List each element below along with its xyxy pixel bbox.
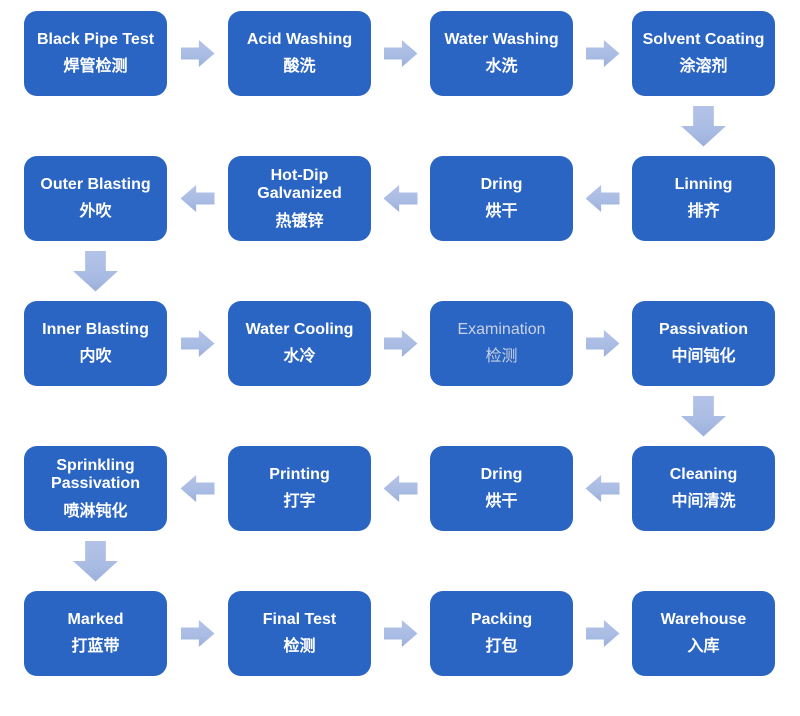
step-label-en: Water Washing	[444, 31, 559, 48]
step-label-en: Inner Blasting	[42, 321, 149, 338]
step-label-zh: 烘干	[485, 203, 518, 221]
step-dring-2: Dring 烘干	[430, 446, 573, 531]
step-water-cooling: Water Cooling 水冷	[228, 301, 371, 386]
step-acid-washing: Acid Washing 酸洗	[228, 11, 371, 96]
step-passivation: Passivation 中间钝化	[632, 301, 775, 386]
step-label-en: Outer Blasting	[40, 176, 151, 193]
step-label-zh: 打蓝带	[71, 638, 120, 656]
step-label-zh: 入库	[687, 638, 720, 656]
step-label-zh: 打包	[485, 638, 518, 656]
arrow-down-icon	[73, 540, 118, 582]
arrow-right-icon	[180, 330, 215, 357]
step-label-en: Examination	[457, 321, 546, 338]
step-label-en: Hot-Dip Galvanized	[257, 166, 342, 203]
step-label-zh: 酸洗	[283, 58, 316, 76]
step-warehouse: Warehouse 入库	[632, 591, 775, 676]
step-label-zh: 外吹	[79, 203, 112, 221]
step-label-en: Acid Washing	[246, 31, 353, 48]
arrow-down-icon	[681, 105, 726, 147]
step-sprinkling-passivation: Sprinkling Passivation 喷淋钝化	[24, 446, 167, 531]
step-label-en: Marked	[67, 611, 124, 628]
step-water-washing: Water Washing 水洗	[430, 11, 573, 96]
arrow-left-icon	[383, 475, 418, 502]
step-outer-blasting: Outer Blasting 外吹	[24, 156, 167, 241]
arrow-right-icon	[585, 40, 620, 67]
arrow-left-icon	[585, 185, 620, 212]
step-label-zh: 烘干	[485, 493, 518, 511]
step-label-en: Warehouse	[660, 611, 747, 628]
arrow-right-icon	[180, 620, 215, 647]
step-label-en: Passivation	[659, 321, 748, 338]
arrow-right-icon	[383, 40, 418, 67]
step-label-zh: 打字	[283, 493, 316, 511]
step-linning: Linning 排齐	[632, 156, 775, 241]
step-label-zh: 焊管检测	[63, 58, 128, 76]
arrow-left-icon	[383, 185, 418, 212]
step-label-zh: 排齐	[687, 203, 720, 221]
step-label-zh: 内吹	[79, 348, 112, 366]
step-label-zh: 检测	[485, 348, 518, 366]
arrow-right-icon	[383, 330, 418, 357]
step-label-en: Packing	[470, 611, 533, 628]
step-label-zh: 热镀锌	[275, 212, 324, 230]
step-final-test: Final Test 检测	[228, 591, 371, 676]
arrow-right-icon	[180, 40, 215, 67]
step-label-en: Dring	[480, 466, 523, 483]
flowchart-grid: Black Pipe Test 焊管检测 Acid Washing 酸洗 Wat…	[24, 11, 775, 676]
arrow-left-icon	[180, 185, 215, 212]
step-label-zh: 涂溶剂	[679, 58, 728, 76]
step-dring-1: Dring 烘干	[430, 156, 573, 241]
step-hot-dip-galvanized: Hot-Dip Galvanized 热镀锌	[228, 156, 371, 241]
step-label-zh: 水冷	[283, 348, 316, 366]
step-label-en: Final Test	[262, 611, 337, 628]
arrow-right-icon	[383, 620, 418, 647]
step-label-en: Water Cooling	[245, 321, 354, 338]
step-label-en: Solvent Coating	[642, 31, 765, 48]
step-label-en: Black Pipe Test	[36, 31, 155, 48]
step-label-en: Cleaning	[669, 466, 738, 483]
step-label-en: Linning	[674, 176, 733, 193]
step-label-zh: 中间清洗	[671, 493, 736, 511]
step-printing: Printing 打字	[228, 446, 371, 531]
step-solvent-coating: Solvent Coating 涂溶剂	[632, 11, 775, 96]
step-black-pipe-test: Black Pipe Test 焊管检测	[24, 11, 167, 96]
step-inner-blasting: Inner Blasting 内吹	[24, 301, 167, 386]
arrow-right-icon	[585, 620, 620, 647]
step-marked: Marked 打蓝带	[24, 591, 167, 676]
step-label-en: Printing	[269, 466, 330, 483]
step-label-zh: 水洗	[485, 58, 518, 76]
step-label-zh: 中间钝化	[671, 348, 736, 366]
arrow-left-icon	[585, 475, 620, 502]
arrow-left-icon	[180, 475, 215, 502]
step-cleaning: Cleaning 中间清洗	[632, 446, 775, 531]
arrow-down-icon	[73, 250, 118, 292]
step-label-zh: 喷淋钝化	[63, 502, 128, 520]
step-examination: Examination 检测	[430, 301, 573, 386]
step-packing: Packing 打包	[430, 591, 573, 676]
arrow-down-icon	[681, 395, 726, 437]
step-label-en: Dring	[480, 176, 523, 193]
step-label-zh: 检测	[283, 638, 316, 656]
arrow-right-icon	[585, 330, 620, 357]
step-label-en: Sprinkling Passivation	[51, 456, 140, 493]
